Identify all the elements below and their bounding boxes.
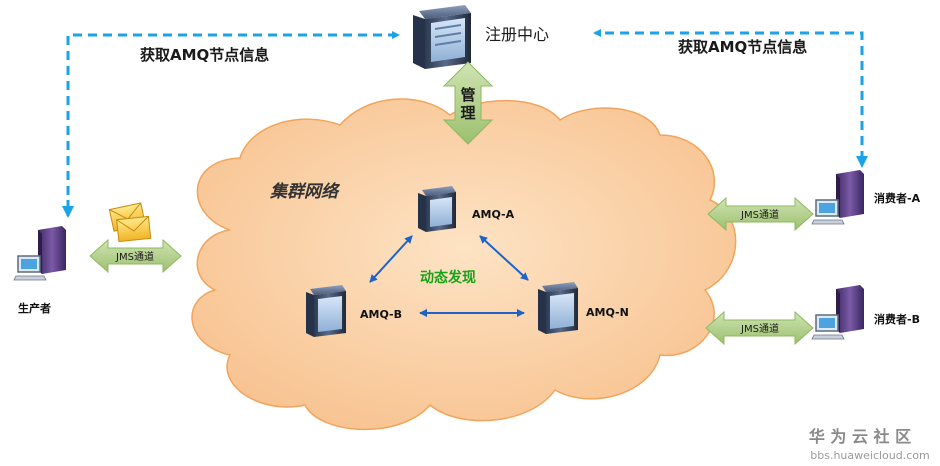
jms-channel-label-producer: JMS通道: [115, 250, 154, 263]
fetch-info-label-right: 获取AMQ节点信息: [678, 38, 807, 56]
watermark-url: bbs.huaweicloud.com: [810, 449, 929, 462]
producer-label: 生产者: [18, 301, 51, 315]
server-icon: [306, 285, 346, 337]
consumer-label-a: 消费者-A: [874, 191, 921, 205]
discovery-arrow-a-b: [369, 235, 413, 283]
fetch-info-label-left: 获取AMQ节点信息: [140, 46, 269, 64]
desktop-computer-icon: [811, 170, 864, 225]
node-label-n: AMQ-N: [586, 306, 629, 319]
server-icon: [538, 282, 578, 334]
jms-channel-label-consumer-a: JMS通道: [740, 208, 779, 221]
node-label-b: AMQ-B: [360, 308, 402, 321]
fetch-info-arrow-left: [62, 31, 400, 218]
jms-channel-arrow-producer: [89, 238, 182, 274]
discovery-label: 动态发现: [420, 269, 476, 286]
mail-envelope-icon: [108, 202, 152, 243]
desktop-computer-icon: [811, 285, 864, 340]
manage-label-2: 理: [460, 104, 475, 122]
fetch-info-arrow-right: [593, 29, 868, 168]
jms-channel-arrow-consumer-a: [707, 196, 814, 232]
consumer-label-b: 消费者-B: [874, 312, 920, 326]
jms-channel-label-consumer-b: JMS通道: [740, 322, 779, 335]
discovery-arrow-a-n: [479, 235, 529, 281]
server-icon: [418, 186, 456, 232]
registry-label: 注册中心: [485, 25, 549, 44]
manage-label-1: 管: [460, 86, 475, 104]
watermark-brand: 华 为 云 社 区: [809, 427, 911, 446]
manage-arrow: [442, 61, 494, 145]
node-label-a: AMQ-A: [472, 208, 515, 221]
cluster-cloud: [191, 98, 737, 431]
jms-channel-arrow-consumer-b: [705, 310, 814, 346]
desktop-computer-icon: [13, 226, 66, 281]
cluster-title: 集群网络: [269, 182, 341, 202]
server-icon: [413, 5, 471, 69]
